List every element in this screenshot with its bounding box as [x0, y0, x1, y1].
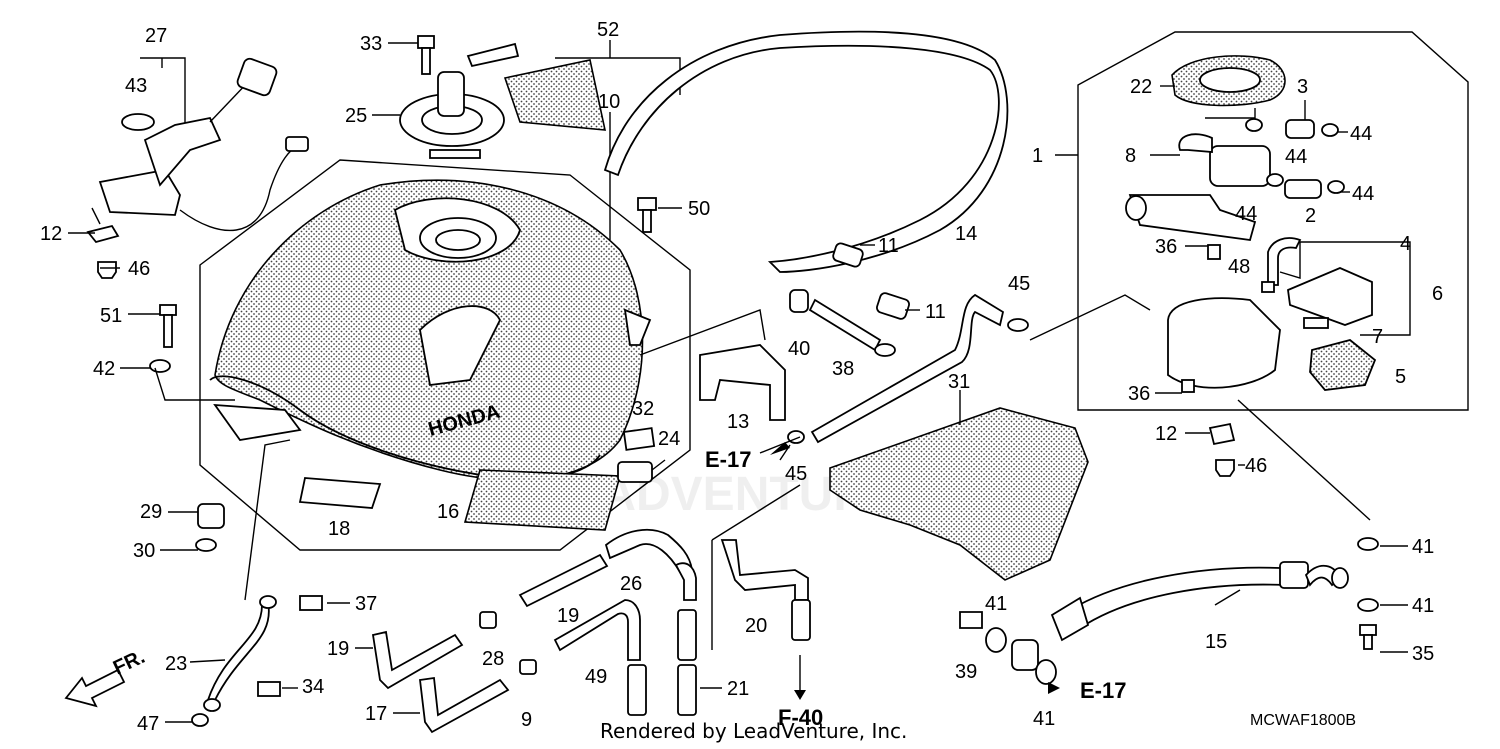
callout-41a: 41 [1412, 536, 1434, 558]
callout-37: 37 [355, 593, 377, 615]
callout-13: 13 [727, 411, 749, 433]
callout-44b: 44 [1285, 146, 1307, 168]
fuel-pump-parts [1125, 55, 1377, 393]
callout-35: 35 [1412, 643, 1434, 665]
callout-50: 50 [688, 198, 710, 220]
breather-tube [759, 293, 1151, 454]
diagram-code: MCWAF1800B [1250, 712, 1356, 729]
callout-2: 2 [1305, 205, 1316, 227]
callout-10: 10 [598, 91, 620, 113]
callout-51: 51 [100, 305, 122, 327]
fuel-feed-hose [959, 537, 1379, 685]
callout-41b: 41 [1412, 595, 1434, 617]
callout-8: 8 [1125, 145, 1136, 167]
callout-5: 5 [1395, 366, 1406, 388]
drain-hoses [371, 444, 811, 734]
callout-11a: 11 [878, 235, 899, 257]
ref-e17-left: E-17 [705, 447, 751, 472]
callout-39: 39 [955, 661, 977, 683]
callout-29: 29 [140, 501, 162, 523]
callout-33: 33 [360, 33, 382, 55]
fuel-gauge-sender [86, 57, 309, 279]
callout-45b: 45 [785, 463, 807, 485]
callout-46b: 46 [1245, 455, 1267, 477]
ref-f40: F-40 [778, 705, 823, 730]
callout-44c: 44 [1352, 183, 1374, 205]
callout-20: 20 [745, 615, 767, 637]
callout-34: 34 [302, 676, 324, 698]
callout-16: 16 [437, 501, 459, 523]
callout-47: 47 [137, 713, 159, 735]
bolt-50 [637, 197, 657, 233]
leader-lines [68, 42, 1408, 723]
ground-cable [191, 439, 323, 727]
callout-22: 22 [1130, 76, 1152, 98]
callout-44a: 44 [1350, 123, 1372, 145]
callout-27: 27 [145, 25, 167, 47]
callout-3: 3 [1297, 76, 1308, 98]
callout-49: 49 [585, 666, 607, 688]
fuel-pump-box [1077, 31, 1469, 411]
callout-28: 28 [482, 648, 504, 670]
callout-4: 4 [1400, 233, 1411, 255]
callout-45a: 45 [1008, 273, 1030, 295]
callout-9: 9 [521, 709, 532, 731]
callout-31: 31 [948, 371, 970, 393]
callout-43: 43 [125, 75, 147, 97]
callout-41d: 41 [1033, 708, 1055, 730]
callout-41c: 41 [985, 593, 1007, 615]
callout-19b: 19 [557, 605, 579, 627]
callout-15: 15 [1205, 631, 1227, 653]
rubber-mount [195, 503, 225, 552]
callout-6: 6 [1432, 283, 1443, 305]
fuel-cap-assembly [399, 35, 607, 159]
callout-26: 26 [620, 573, 642, 595]
tank-dampers [617, 427, 656, 483]
callout-18: 18 [328, 518, 350, 540]
front-direction-arrow: FR. [64, 646, 148, 708]
callout-23: 23 [165, 653, 187, 675]
callout-36b: 36 [1128, 383, 1150, 405]
callout-12b: 12 [1155, 423, 1177, 445]
rendered-by-footer: Rendered by LeadVenture, Inc. [600, 719, 907, 743]
callout-12: 12 [40, 223, 62, 245]
hinge-parts [789, 242, 910, 357]
tank-bracket [639, 309, 786, 421]
callout-36a: 36 [1155, 236, 1177, 258]
callout-48: 48 [1228, 256, 1250, 278]
fuel-tank: HONDA [199, 159, 691, 551]
callout-1: 1 [1032, 145, 1043, 167]
callout-30: 30 [133, 540, 155, 562]
callout-38: 38 [832, 358, 854, 380]
callout-7: 7 [1372, 326, 1383, 348]
callout-52: 52 [597, 19, 619, 41]
heat-guard [829, 407, 1089, 581]
callout-19a: 19 [327, 638, 349, 660]
callout-25: 25 [345, 105, 367, 127]
callout-40: 40 [788, 338, 810, 360]
callout-44d: 44 [1235, 203, 1257, 225]
clamp-and-nut-right [1208, 399, 1371, 521]
callout-46: 46 [128, 258, 150, 280]
bolt-and-washer [149, 304, 235, 401]
callout-17: 17 [365, 703, 387, 725]
callout-21: 21 [727, 678, 749, 700]
callout-32: 32 [632, 398, 654, 420]
callout-11b: 11 [925, 301, 946, 323]
ref-e17-right: E-17 [1080, 678, 1126, 703]
callout-24: 24 [658, 428, 680, 450]
callout-42: 42 [93, 358, 115, 380]
callout-14: 14 [955, 223, 977, 245]
